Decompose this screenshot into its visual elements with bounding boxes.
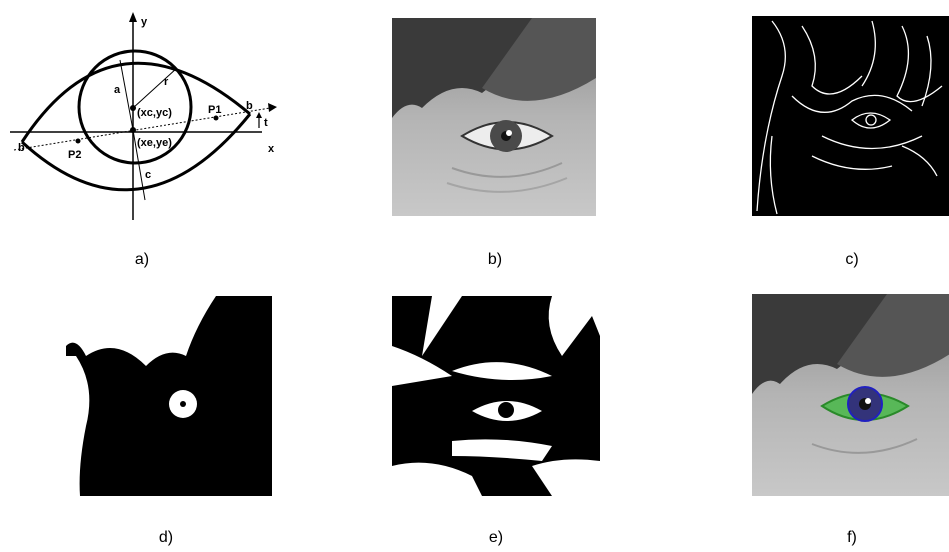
caption-e: e) [488,529,504,546]
t-arrow-head [256,112,262,118]
iris-circle [77,49,193,165]
caption-d: d) [158,529,174,546]
tilted-axis-dotted [13,107,271,151]
y-axis-label: y [141,16,148,28]
panel-f-fitted-overlay [752,294,949,496]
a-line [119,59,134,131]
p2-label: P2 [68,149,81,161]
r-label: r [164,76,169,88]
panel-b-eye-photo [392,18,596,216]
a-label: a [114,84,121,96]
radius-line [132,67,178,109]
y-axis-arrow [129,12,137,22]
fitted-overlay-svg [752,294,949,496]
c-line [132,129,146,201]
caption-a: a) [134,251,150,268]
b-left-label: b [18,142,25,154]
edge-map-svg [752,16,949,216]
iris-center-point [130,105,136,111]
binary-threshold-svg [392,296,600,496]
panel-e-binary-threshold [392,296,600,496]
iris-center-label: (xc,yc) [137,107,172,119]
binary-pupil-svg [66,296,272,496]
p1-point [213,115,219,121]
eye-center-point [130,127,136,133]
p1-label: P1 [208,104,221,116]
lower-eyelid-curve [20,113,252,192]
b-right-label: b [246,100,253,112]
upper-eyelid-curve [20,61,251,143]
p2-point [75,138,81,144]
panel-c-edge-map [752,16,949,216]
eye-center-label: (xe,ye) [137,137,172,149]
panel-d-binary-pupil [66,296,272,496]
caption-c: c) [845,251,859,268]
c-label: c [145,169,151,181]
tilted-axis-arrow [268,103,277,112]
eye-model-svg: y x (xc,yc) (xe,ye) P1 P2 a r b b c t [10,12,277,220]
caption-b: b) [487,251,503,268]
eye-photo-svg [392,18,596,216]
x-axis-label: x [268,143,275,155]
caption-f: f) [847,529,857,546]
t-label: t [264,117,268,129]
panel-a-eye-model-diagram: y x (xc,yc) (xe,ye) P1 P2 a r b b c t [0,0,300,235]
